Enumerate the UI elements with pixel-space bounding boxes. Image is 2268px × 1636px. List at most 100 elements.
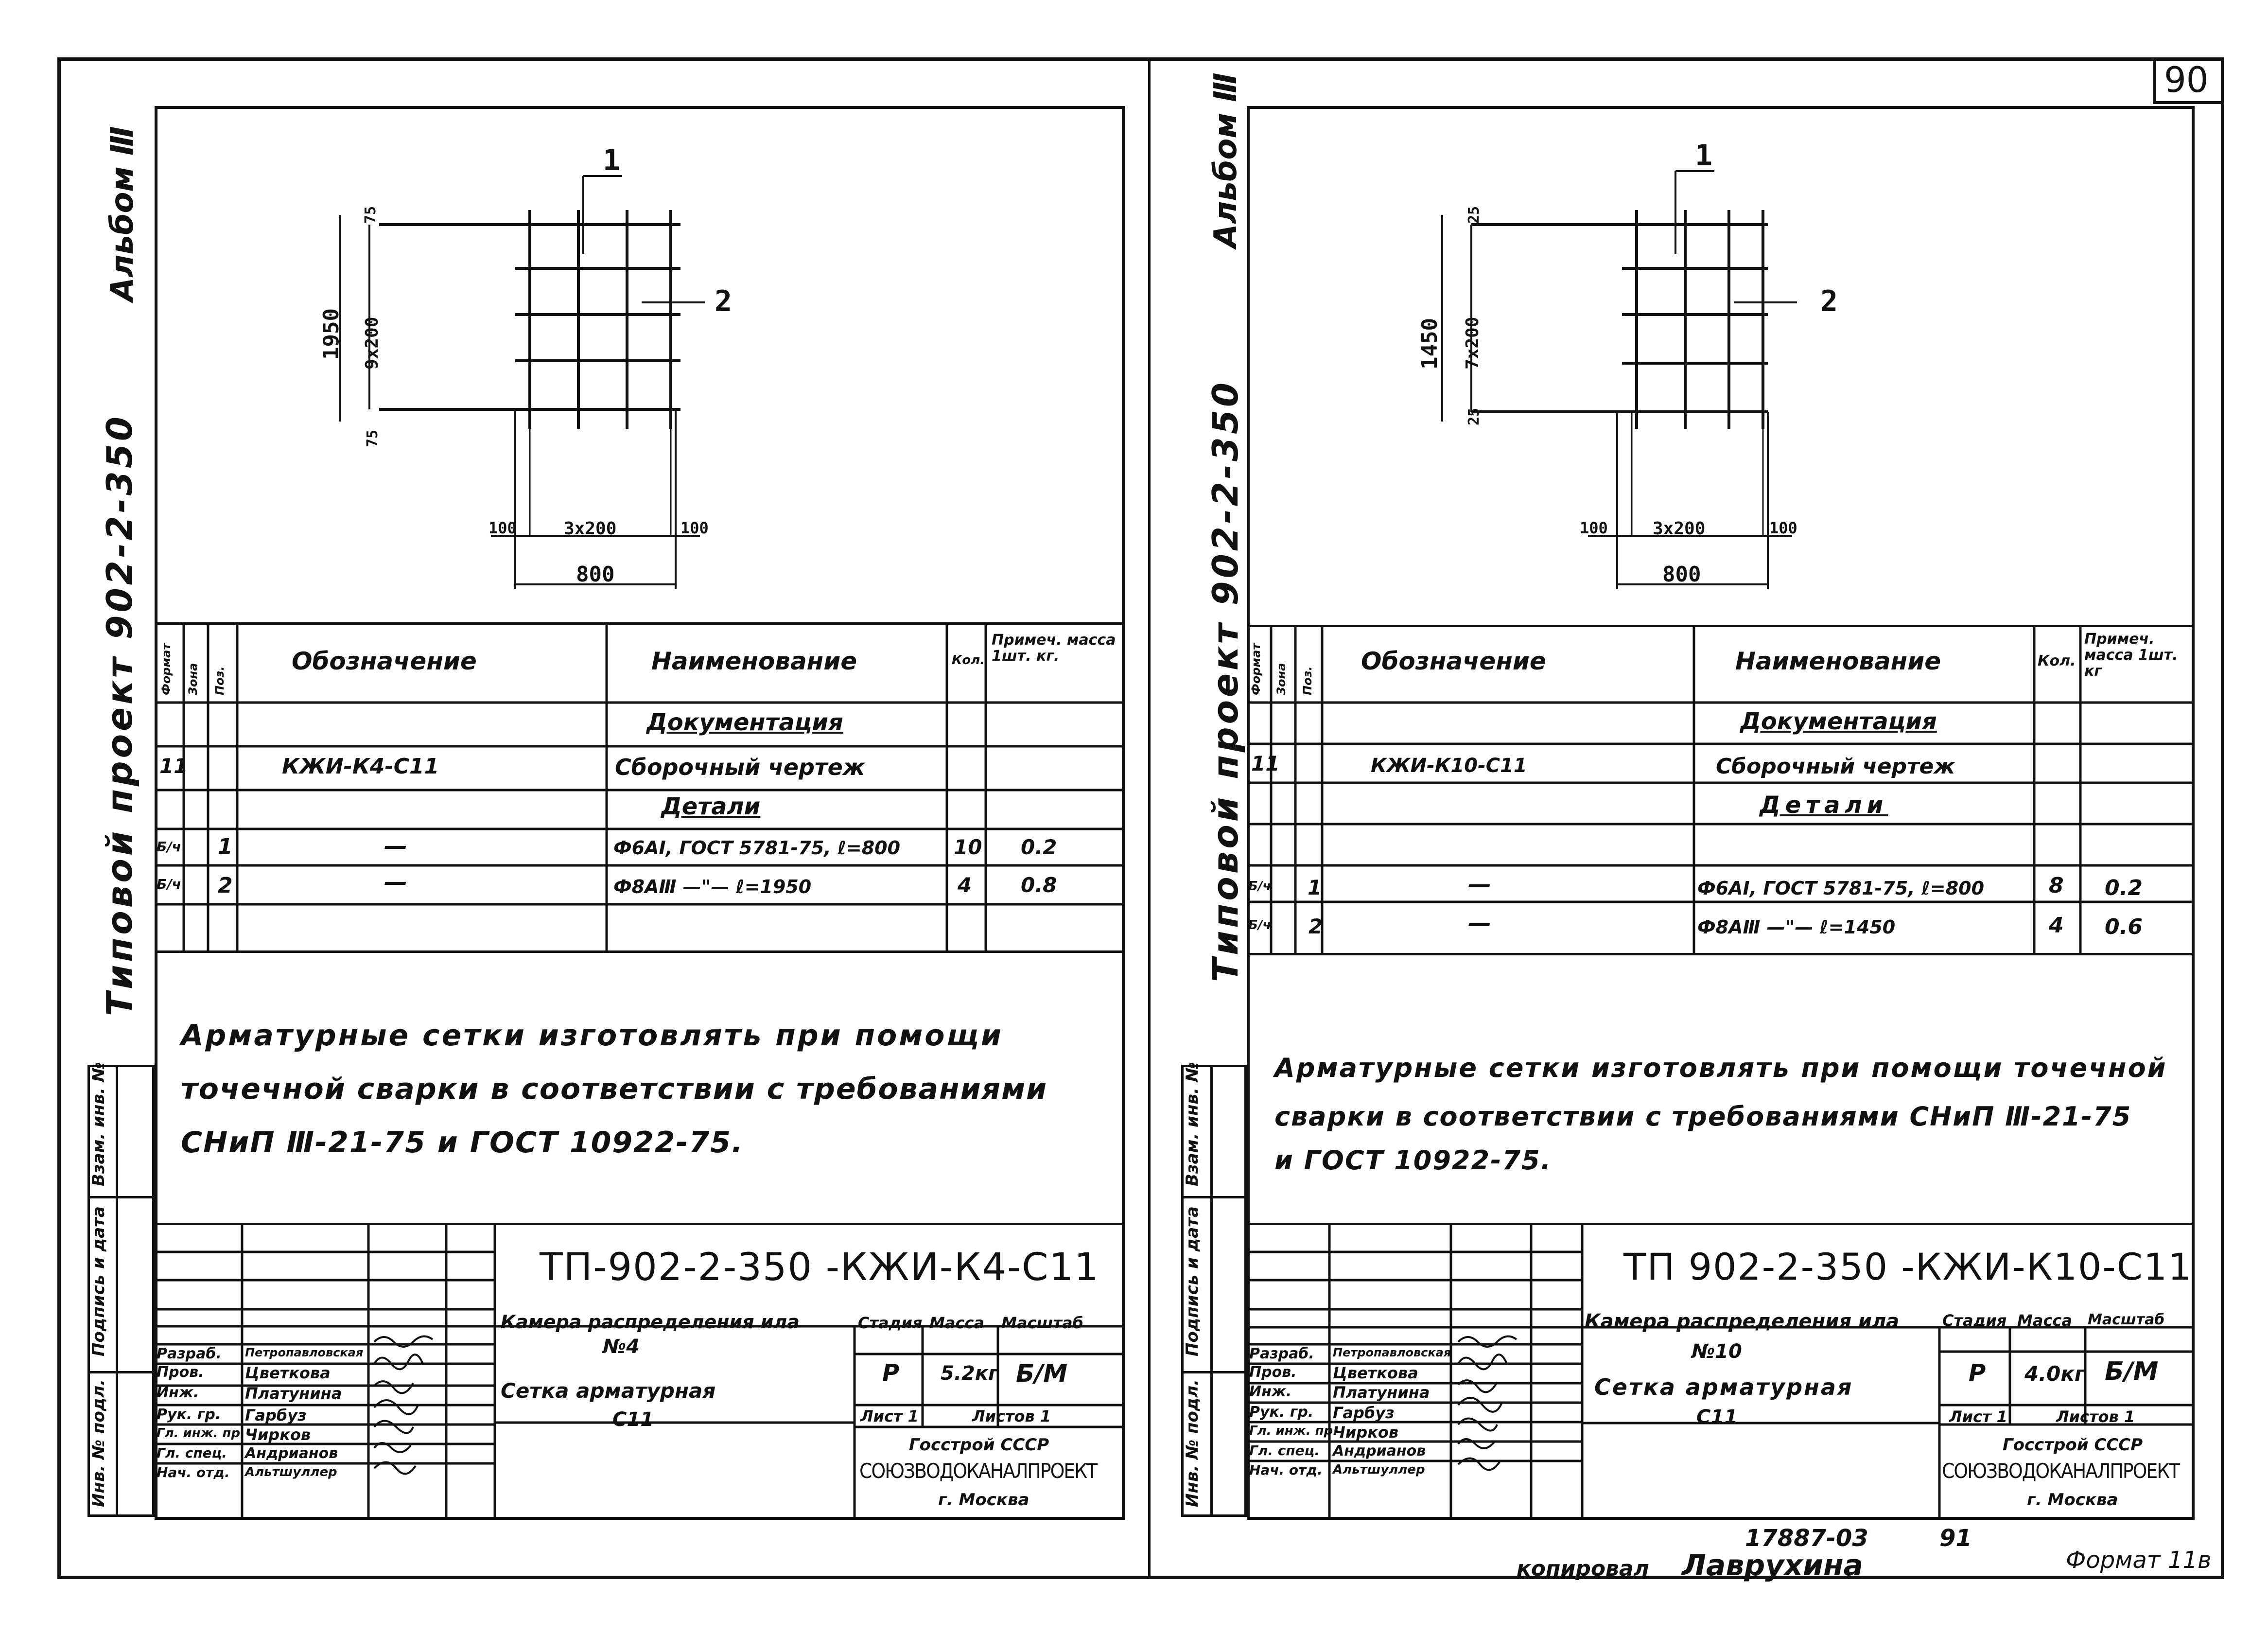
left-project-label: Типовой проект 902-2-350 xyxy=(99,413,140,1016)
right-row1-designation: — xyxy=(1468,871,1491,898)
right-dim-spacing-h: 3х200 xyxy=(1653,519,1706,539)
right-row1-pos: 1 xyxy=(1308,876,1322,899)
left-side-stamp-row-1 xyxy=(87,1196,155,1198)
left-row1-designation: — xyxy=(384,832,407,860)
left-mesh-drawing xyxy=(339,175,705,589)
left-role-0: Разраб. xyxy=(157,1345,222,1362)
left-role-2: Инж. xyxy=(157,1384,199,1401)
left-scale-h: Масштаб xyxy=(1001,1314,1083,1332)
right-dim-top: 25 xyxy=(1465,206,1483,224)
left-callout-2: 2 xyxy=(715,284,733,318)
right-role-1: Пров. xyxy=(1249,1364,1297,1381)
right-signatures xyxy=(1457,1335,1518,1471)
paper-frame xyxy=(57,57,2224,1579)
right-scale-h: Масштаб xyxy=(2088,1311,2165,1328)
right-side-label-1: Подпись и дата xyxy=(1183,1206,1202,1356)
right-dim-width: 800 xyxy=(1662,562,1701,587)
right-th-format: Формат xyxy=(1249,643,1263,695)
left-row2-name: Ф8АⅢ —"— ℓ=1950 xyxy=(613,876,812,897)
footer-copier: Лаврухина xyxy=(1682,1548,1864,1583)
left-side-label-0: Взам. инв. № xyxy=(89,1062,108,1186)
left-spec-table-grid xyxy=(155,622,1125,953)
left-name-5: Андрианов xyxy=(245,1445,338,1462)
right-side-stamp-divider xyxy=(1210,1065,1213,1517)
left-row1-format: Б/ч xyxy=(157,839,181,855)
left-role-6: Нач. отд. xyxy=(157,1464,230,1480)
right-album-label: Альбом Ⅲ xyxy=(1208,72,1244,248)
left-role-3: Рук. гр. xyxy=(157,1406,221,1423)
left-dim-margin-left: 100 xyxy=(488,519,517,537)
right-dim-margin-right: 100 xyxy=(1769,519,1797,537)
left-album-label: Альбом Ⅲ xyxy=(105,126,140,301)
right-th-pos: Поз. xyxy=(1301,666,1314,695)
right-row1-qty: 8 xyxy=(2049,873,2064,898)
left-role-1: Пров. xyxy=(157,1364,204,1381)
left-th-name: Наименование xyxy=(651,647,857,675)
right-callout-1: 1 xyxy=(1695,139,1713,173)
right-row-docs-name: Сборочный чертеж xyxy=(1716,754,1955,779)
right-role-6: Нач. отд. xyxy=(1249,1462,1323,1478)
right-note-line-3: и ГОСТ 10922-75. xyxy=(1274,1145,1552,1176)
right-object-l3: Сетка арматурная xyxy=(1594,1374,1853,1400)
right-side-label-2: Инв. № подл. xyxy=(1183,1379,1202,1507)
footer-code: 17887-03 xyxy=(1745,1525,1868,1552)
right-role-2: Инж. xyxy=(1249,1383,1292,1400)
right-side-label-0: Взам. инв. № xyxy=(1183,1062,1202,1186)
left-dim-top: 75 xyxy=(362,206,379,224)
left-row1-name: Ф6АⅠ, ГОСТ 5781-75, ℓ=800 xyxy=(613,837,901,859)
left-role-4: Гл. инж. пр. xyxy=(157,1426,245,1441)
left-row-docs-name: Сборочный чертеж xyxy=(615,754,865,780)
left-row2-pos: 2 xyxy=(218,873,233,898)
right-section-parts: Детали xyxy=(1760,792,1888,819)
left-sheet: Лист 1 xyxy=(860,1407,919,1425)
right-mass: 4.0кг xyxy=(2024,1362,2085,1386)
left-title-block-grid xyxy=(155,1223,1125,1520)
right-stage: Р xyxy=(1969,1359,1986,1387)
page-number: 90 xyxy=(2164,59,2209,100)
right-role-5: Гл. спец. xyxy=(1249,1442,1320,1459)
left-org-3: г. Москва xyxy=(938,1490,1029,1510)
left-row2-note: 0.8 xyxy=(1021,873,1057,897)
right-row2-designation: — xyxy=(1468,910,1491,937)
right-mesh-drawing xyxy=(1441,170,1797,589)
left-dim-bottom: 75 xyxy=(364,429,381,447)
left-th-note: Примеч. масса 1шт. кг. xyxy=(992,632,1116,665)
right-org-3: г. Москва xyxy=(2027,1490,2118,1510)
left-th-designation: Обозначение xyxy=(292,647,477,675)
left-section-parts: Детали xyxy=(661,793,761,820)
left-name-1: Цветкова xyxy=(245,1364,331,1382)
right-row2-qty: 4 xyxy=(2049,913,2064,938)
left-side-stamp-divider xyxy=(116,1065,118,1517)
footer-format: Формат 11в xyxy=(2066,1547,2212,1574)
left-object-l1: Камера распределения ила xyxy=(501,1311,800,1333)
left-scale: Б/М xyxy=(1016,1359,1068,1388)
left-name-6: Альтшуллер xyxy=(245,1465,337,1479)
left-th-qty: Кол. xyxy=(952,653,985,668)
right-scale: Б/М xyxy=(2105,1357,2159,1386)
right-doc-code: ТП 902-2-350 -КЖИ-К10-С11 xyxy=(1623,1245,2193,1288)
right-row1-name: Ф6АⅠ, ГОСТ 5781-75, ℓ=800 xyxy=(1697,878,1985,899)
right-note-line-1: Арматурные сетки изготовлять при помощи … xyxy=(1274,1053,2167,1083)
right-org-2: СОЮЗВОДОКАНАЛПРОЕКТ xyxy=(1942,1459,2180,1483)
left-row-docs-format: 11 xyxy=(159,754,188,778)
right-row-docs-designation: КЖИ-К10-С11 xyxy=(1371,755,1527,777)
left-dim-height: 1950 xyxy=(319,308,344,360)
right-row2-pos: 2 xyxy=(1308,915,1323,938)
left-note-line-3: СНиП Ⅲ-21-75 и ГОСТ 10922-75. xyxy=(181,1126,744,1160)
left-th-pos: Поз. xyxy=(213,666,227,695)
left-name-3: Гарбуз xyxy=(245,1406,307,1425)
left-row2-qty: 4 xyxy=(958,873,972,897)
left-section-docs: Документация xyxy=(646,709,843,736)
right-stage-h: Стадия xyxy=(1942,1311,2007,1330)
right-dim-height: 1450 xyxy=(1417,318,1442,369)
left-side-stamp xyxy=(87,1065,155,1517)
right-th-note: Примеч. масса 1шт. кг xyxy=(2084,631,2178,680)
left-sheets: Листов 1 xyxy=(972,1407,1051,1425)
right-dim-spacing-v: 7х200 xyxy=(1463,317,1483,369)
left-mass-h: Масса xyxy=(929,1314,984,1332)
right-spec-table-grid xyxy=(1247,625,2195,955)
left-doc-code: ТП-902-2-350 -КЖИ-К4-С11 xyxy=(540,1246,1099,1289)
right-name-2: Платунина xyxy=(1333,1383,1430,1402)
right-role-4: Гл. инж. пр. xyxy=(1249,1424,1338,1438)
left-row-docs-designation: КЖИ-К4-С11 xyxy=(282,754,439,779)
